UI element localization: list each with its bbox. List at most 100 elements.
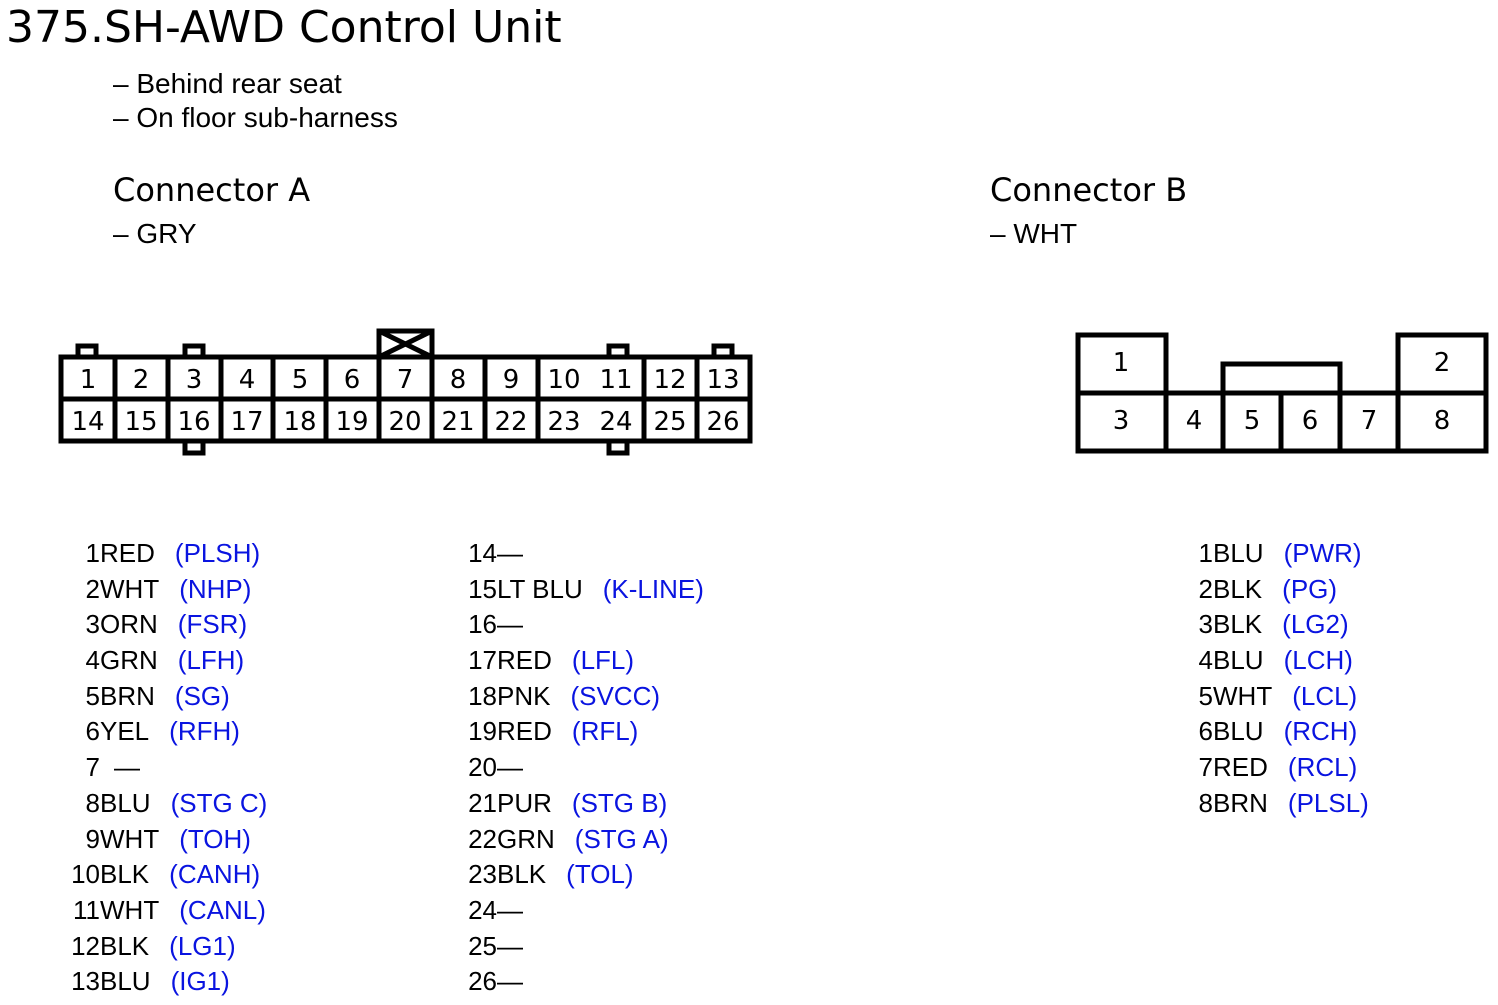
pin-number: 3 — [1198, 609, 1213, 640]
pin-signal: (LFL) — [571, 645, 635, 676]
connector-b-cavity-label: 2 — [1434, 348, 1451, 378]
pin-wire-color: PNK — [497, 680, 551, 711]
location-note: – Behind rear seat — [113, 68, 342, 99]
pin-signal: (PG) — [1282, 573, 1338, 604]
pin-number: 20 — [468, 752, 497, 783]
pin-row: 10BLK (CANH) — [70, 857, 267, 893]
connector-a-cavity-label: 12 — [653, 365, 686, 395]
pin-number: 17 — [468, 645, 497, 676]
connector-a-cavity-label: 23 — [547, 407, 580, 437]
pin-number: 26 — [468, 966, 497, 997]
pin-signal: (TOL) — [566, 859, 634, 890]
pin-row: 6BLU(RCH) — [1198, 714, 1369, 750]
connector-a-color: – GRY — [113, 218, 197, 249]
pin-wire-color: BLU — [1213, 538, 1264, 568]
pin-number: 6 — [85, 716, 100, 747]
pin-row: 1BLU(PWR) — [1198, 536, 1369, 572]
pin-row: 17RED(LFL) — [468, 643, 704, 679]
pin-number: 1 — [85, 538, 100, 568]
pin-row: 6YEL(RFH) — [70, 714, 267, 750]
pin-signal: (PLSH) — [174, 538, 261, 568]
connector-a-cavity-label: 13 — [706, 365, 739, 395]
pin-row: 8BLU(STG C) — [70, 786, 268, 822]
connector-a-cavity-label: 10 — [547, 365, 580, 395]
pin-row: 8BRN(PLSL) — [1198, 786, 1369, 822]
pin-row: 11WHT(CANL) — [70, 893, 267, 929]
connector-b-cavity-label: 7 — [1361, 406, 1378, 436]
connector-b-face — [1075, 332, 1489, 454]
pin-number: 10 — [71, 859, 100, 890]
pin-number: 6 — [1198, 716, 1213, 747]
pin-signal: (LG2) — [1282, 609, 1349, 640]
connector-a-pin-list-left: 1RED(PLSH)2WHT(NHP)3ORN(FSR)4GRN(LFH)5BR… — [70, 536, 267, 1000]
connector-b-cavity-label: 3 — [1113, 406, 1130, 436]
pin-number: 4 — [85, 645, 100, 676]
pin-number: 7 — [85, 752, 100, 783]
connector-b-color: – WHT — [990, 218, 1078, 249]
pin-wire-color: BRN — [100, 680, 155, 711]
pin-number: 21 — [468, 787, 497, 818]
pin-row: 2BLK(PG) — [1198, 572, 1369, 608]
pin-row: 14— — [468, 536, 704, 572]
pin-row: 23BLK (TOL) — [468, 857, 704, 893]
pin-number: 8 — [1198, 787, 1213, 818]
pin-signal: (RFL) — [571, 716, 639, 747]
pin-wire-color: YEL — [100, 716, 150, 747]
connector-a-cavity-label: 1 — [80, 365, 97, 395]
pin-number: 4 — [1198, 645, 1213, 676]
pin-wire-color: BLU — [1213, 645, 1264, 676]
connector-b-cavity-label: 8 — [1434, 406, 1451, 436]
pin-signal: (PWR) — [1283, 538, 1362, 568]
pin-wire-color: RED — [497, 716, 552, 747]
connector-a-cavity-label: 15 — [124, 407, 157, 437]
connector-a-cavity-label: 19 — [335, 407, 368, 437]
connector-a-cavity-label: 22 — [494, 407, 527, 437]
connector-a-title: Connector A — [113, 171, 311, 209]
connector-a-cavity-label: 14 — [71, 407, 104, 437]
pin-number: 2 — [85, 573, 100, 604]
pin-number: 15 — [468, 573, 497, 604]
pin-row: 25— — [468, 929, 704, 965]
connector-a-cavity-label: 21 — [441, 407, 474, 437]
pin-unused-dash: — — [497, 609, 523, 640]
pin-number: 12 — [71, 930, 100, 961]
connector-a-cavity-label: 9 — [503, 365, 520, 395]
pin-signal: (CANH) — [169, 859, 261, 890]
page-title: 375.SH-AWD Control Unit — [6, 2, 562, 53]
pin-signal: (SVCC) — [570, 680, 661, 711]
pin-wire-color: BLK — [497, 859, 547, 890]
pin-row: 18PNK (SVCC) — [468, 679, 704, 715]
pin-row: 12BLK(LG1) — [70, 929, 267, 965]
pin-number: 16 — [468, 609, 497, 640]
connector-a-cavity-label: 18 — [283, 407, 316, 437]
connector-a-cavity-label: 4 — [239, 365, 256, 395]
pin-wire-color: LT BLU — [497, 573, 583, 604]
pin-wire-color: WHT — [100, 573, 160, 604]
connector-a-face — [58, 328, 753, 456]
pin-number: 23 — [468, 859, 497, 890]
pin-number: 8 — [85, 787, 100, 818]
pin-row: 13BLU(IG1) — [70, 964, 267, 1000]
pin-unused-dash: — — [114, 752, 140, 783]
location-note: – On floor sub-harness — [113, 102, 398, 133]
pin-number: 11 — [73, 894, 100, 925]
pin-signal: (FSR) — [177, 609, 248, 640]
pin-row: 20— — [468, 750, 704, 786]
pin-signal: (LFH) — [177, 645, 245, 676]
pin-signal: (STG A) — [574, 823, 669, 854]
pin-number: 5 — [1198, 680, 1213, 711]
pin-wire-color: WHT — [100, 823, 160, 854]
pin-row: 3BLK(LG2) — [1198, 607, 1369, 643]
pin-wire-color: GRN — [497, 823, 555, 854]
pin-signal: (PLSL) — [1287, 787, 1369, 818]
pin-number: 24 — [468, 894, 497, 925]
pin-row: 9WHT(TOH) — [70, 822, 267, 858]
pin-number: 18 — [468, 680, 497, 711]
pin-wire-color: BLK — [100, 859, 150, 890]
pin-signal: (LCH) — [1283, 645, 1353, 676]
pin-wire-color: BLK — [100, 930, 150, 961]
pin-wire-color: GRN — [100, 645, 158, 676]
pin-signal: (CANL) — [179, 894, 266, 925]
